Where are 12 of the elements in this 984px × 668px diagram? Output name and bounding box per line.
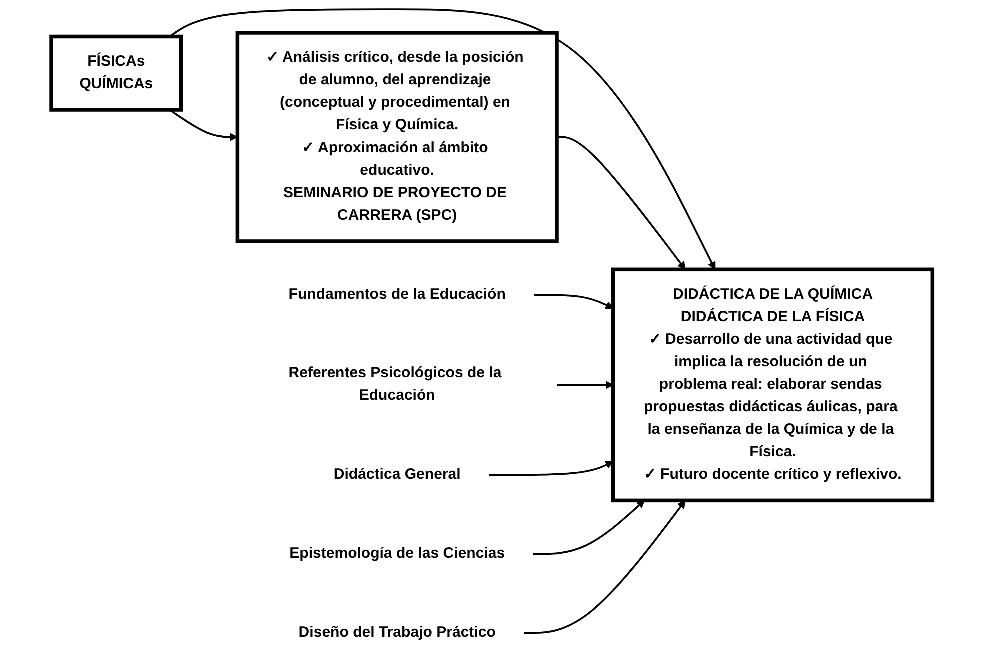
arrow — [556, 136, 686, 270]
node-text: Referentes Psicológicos de la Educación — [288, 365, 502, 404]
arrow — [524, 500, 686, 634]
node-box: ✓ Análisis crítico, desde la posición de alumno, del aprendizaje (conceptual y procedimental) en Física y Química. ✓ Aproximación al ámbito educativo. SEMINARIO DE PROYECTO DE CARRERA (SPC) — [236, 31, 559, 244]
node-text: Epistemología de las Ciencias — [290, 546, 505, 562]
node-text: Fundamentos de la Educación — [288, 286, 506, 303]
node-text: Diseño del Trabajo Práctico — [298, 624, 496, 641]
node-box: DIDÁCTICA DE LA QUÍMICA DIDÁCTICA DE LA FÍSICA ✓ Desarrollo de una actividad que implica la resolución de un problema real: elaborar sendas propuestas didácticas áulicas, para la enseñanza de la Química y de la Física. ✓ Futuro docente crítico y reflexivo. — [611, 268, 934, 503]
node-text: Didáctica General — [334, 466, 461, 483]
arrow — [533, 500, 645, 556]
node-box: FÍSICAs QUÍMICAs — [50, 34, 184, 112]
arrow — [169, 8, 716, 270]
